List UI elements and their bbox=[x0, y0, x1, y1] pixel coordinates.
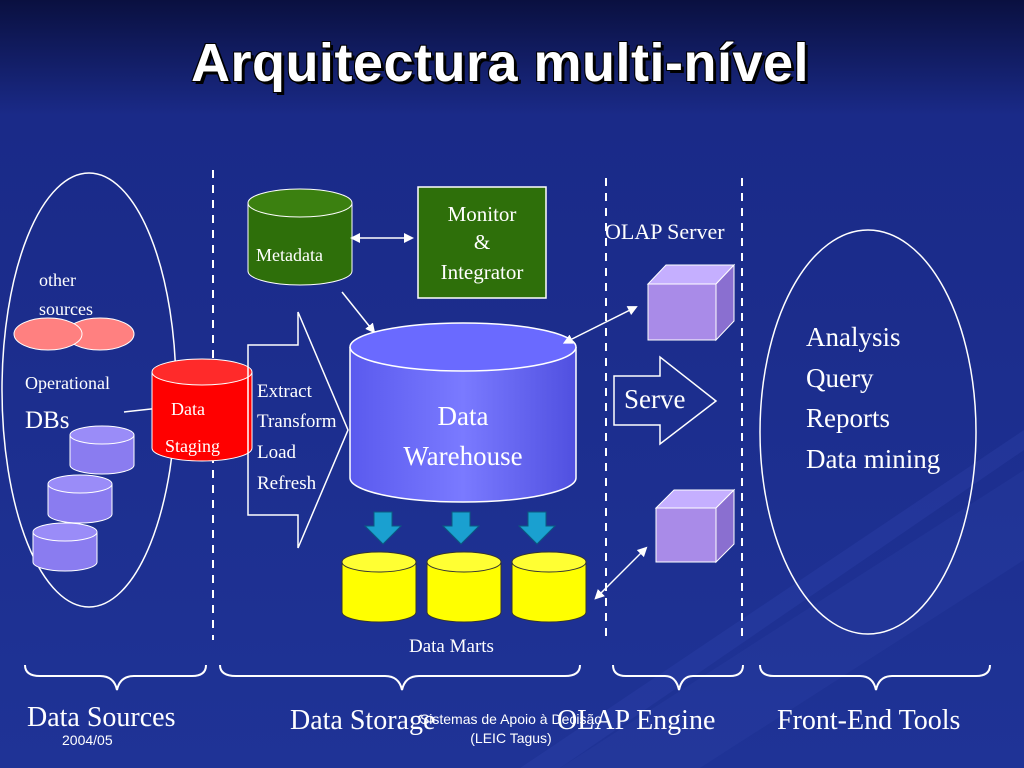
footer-course-line: (LEIC Tagus) bbox=[470, 730, 552, 746]
metadata-label: Metadata bbox=[256, 245, 323, 265]
front-end-tools-list: Analysis Query Reports Data mining bbox=[806, 317, 940, 479]
data-mart-cylinder bbox=[341, 551, 417, 623]
front-end-item: Data mining bbox=[806, 443, 941, 474]
down-arrow-icon bbox=[441, 511, 481, 545]
serve-arrow bbox=[613, 355, 718, 446]
other-sources-label: other sources bbox=[39, 270, 93, 319]
tier-braces bbox=[24, 664, 991, 691]
data-marts-label: Data Marts bbox=[409, 636, 494, 657]
footer-course: Sistemas de Apoio à Decisão (LEIC Tagus) bbox=[382, 710, 640, 748]
brace-data-sources bbox=[24, 664, 207, 691]
operational-db-cylinder bbox=[69, 425, 135, 475]
down-arrows bbox=[363, 511, 557, 545]
down-arrow-icon bbox=[517, 511, 557, 545]
etl-step: Refresh bbox=[257, 473, 317, 494]
olap-server-label: OLAP Server bbox=[605, 219, 725, 244]
monitor-integrator-label: Monitor & Integrator bbox=[418, 197, 546, 289]
down-arrow-icon bbox=[363, 511, 403, 545]
olap-cube-bottom bbox=[654, 488, 736, 564]
olap-cube-top bbox=[646, 263, 736, 342]
brace-front-end bbox=[759, 664, 991, 691]
staging-label-line1: Data bbox=[171, 399, 205, 419]
brace-data-storage bbox=[219, 664, 581, 691]
data-mart-cylinder bbox=[511, 551, 587, 623]
etl-step: Extract bbox=[257, 381, 312, 402]
data-marts bbox=[341, 551, 587, 623]
data-warehouse-cylinder bbox=[349, 322, 577, 503]
footer-date: 2004/05 bbox=[62, 732, 113, 748]
footer-course-line: Sistemas de Apoio à Decisão bbox=[419, 711, 603, 727]
slide-title: Arquitectura multi-nível bbox=[190, 33, 810, 93]
etl-arrow bbox=[247, 311, 349, 549]
warehouse-line: Warehouse bbox=[403, 441, 523, 471]
operational-db-cylinder bbox=[47, 474, 113, 524]
warehouse-line: Data bbox=[437, 401, 489, 431]
tier-label-data-sources: Data Sources bbox=[27, 702, 176, 733]
front-end-item: Analysis bbox=[806, 322, 901, 352]
staging-label-line2: Staging bbox=[165, 436, 221, 456]
monitor-line: Integrator bbox=[440, 260, 524, 284]
tier-label-front-end-tools: Front-End Tools bbox=[777, 705, 961, 736]
operational-db-cylinder bbox=[32, 522, 98, 572]
etl-step: Load bbox=[257, 442, 297, 463]
metadata-cylinder bbox=[247, 188, 353, 286]
monitor-line: & bbox=[473, 230, 491, 254]
serve-label: Serve bbox=[624, 384, 686, 414]
etl-steps-list: Extract Transform Load Refresh bbox=[257, 376, 337, 499]
data-warehouse-label: Data Warehouse bbox=[350, 396, 576, 476]
front-end-item: Query bbox=[806, 362, 874, 393]
operational-db-stack bbox=[32, 425, 135, 572]
brace-olap-engine bbox=[612, 664, 744, 691]
operational-label: Operational bbox=[25, 373, 110, 393]
tier-separators bbox=[212, 170, 743, 640]
front-end-item: Reports bbox=[806, 403, 890, 433]
monitor-line: Monitor bbox=[447, 202, 517, 226]
tier-label-data-storage: Data Storage bbox=[290, 705, 436, 736]
monitor-integrator-box bbox=[417, 186, 547, 299]
marts-olap-bottom-arrow bbox=[594, 546, 648, 600]
front-end-ellipse bbox=[759, 229, 977, 635]
warehouse-olap-top-arrow bbox=[562, 306, 638, 344]
etl-step: Transform bbox=[257, 411, 337, 432]
metadata-to-warehouse-arrow bbox=[341, 291, 376, 334]
dbs-label: DBs bbox=[25, 407, 70, 434]
tier-label-olap-engine: OLAP Engine bbox=[557, 705, 716, 736]
other-sources-shape bbox=[13, 317, 135, 351]
data-mart-cylinder bbox=[426, 551, 502, 623]
